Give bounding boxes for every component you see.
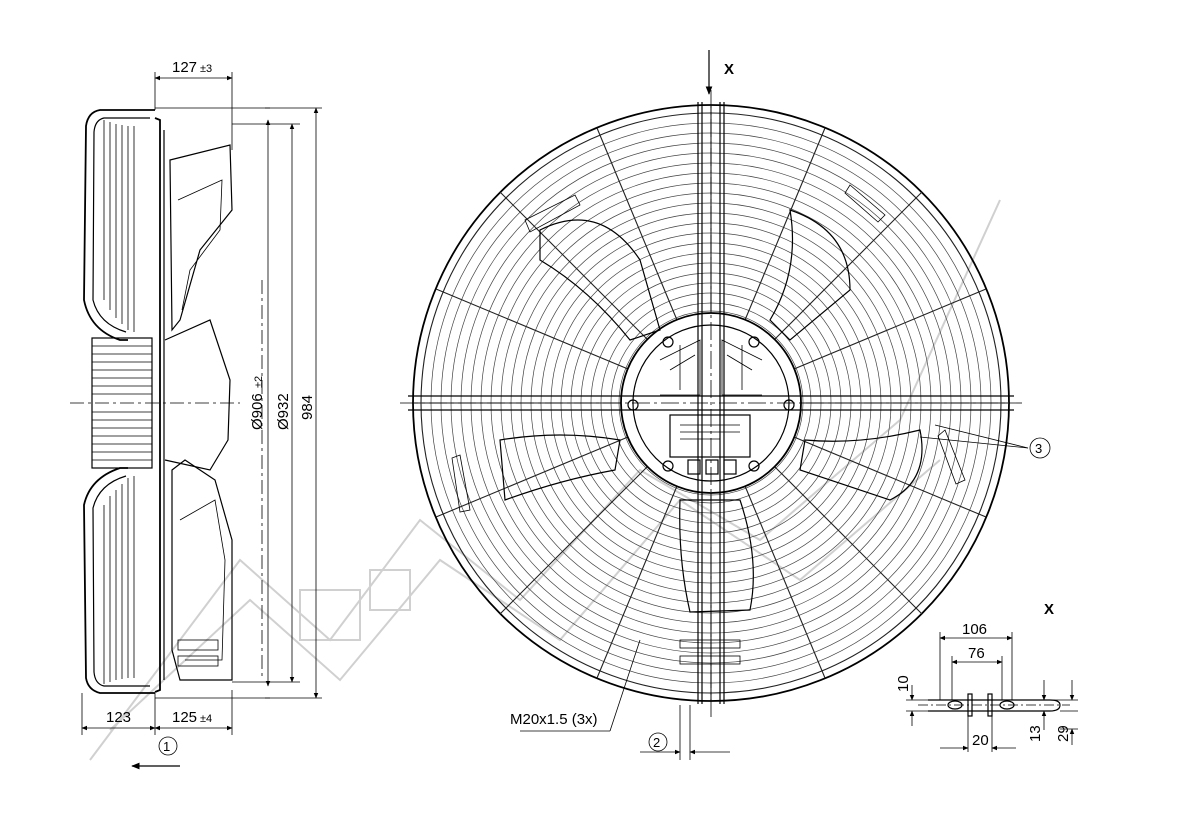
motor-fins (92, 345, 152, 461)
front-annotations: X 3 M20x1.5 (3x) 2 (510, 50, 1051, 760)
blades-front (451, 184, 966, 665)
dim-127-tol: ±3 (200, 63, 212, 75)
thread-label: M20x1.5 (3x) (510, 711, 598, 728)
detail-76: 76 (968, 645, 985, 662)
view-x-label: X (724, 61, 734, 78)
callout-1-circle (158, 736, 178, 756)
detail-x-view: X 106 76 10 20 (895, 601, 1078, 752)
terminal-box (669, 414, 751, 458)
detail-106: 106 (962, 621, 987, 638)
dim-906: Ø906 (249, 393, 266, 430)
detail-x-label: X (1044, 601, 1054, 618)
detail-10: 10 (895, 675, 912, 692)
callout-3: 3 (1035, 441, 1042, 456)
mount-hole-2 (783, 399, 795, 411)
mount-hole-5 (662, 460, 674, 472)
watermark (89, 199, 1001, 761)
hub-details (627, 336, 795, 475)
blade-side-lower (171, 459, 233, 681)
gland-2 (705, 459, 719, 475)
dim-125: 125 (172, 709, 197, 726)
mount-hole-1 (627, 399, 639, 411)
detail-29: 29 (1055, 725, 1072, 742)
mount-hole-3 (662, 336, 674, 348)
callout-3-circle (1029, 437, 1051, 459)
blade-side-upper (169, 144, 233, 332)
mount-hole-4 (748, 336, 760, 348)
side-view (70, 109, 263, 694)
gland-3 (723, 459, 737, 475)
dim-906-tol: ±2 (253, 376, 265, 388)
callout-2-circle (648, 732, 668, 752)
dim-123: 123 (106, 709, 131, 726)
gland-1 (687, 459, 701, 475)
mount-hole-6 (748, 460, 760, 472)
front-view (400, 90, 1022, 720)
dim-127: 127 (172, 59, 197, 76)
side-dimensions: 127 ±3 Ø906 ±2 Ø932 984 123 125 ±4 1 (81, 59, 322, 770)
dim-125-tol: ±4 (200, 713, 212, 725)
detail-20: 20 (972, 732, 989, 749)
detail-13: 13 (1027, 725, 1044, 742)
dim-984: 984 (299, 395, 316, 420)
callout-1: 1 (163, 739, 170, 754)
callout-2: 2 (653, 735, 660, 750)
guard-rings-side (103, 120, 135, 684)
dim-932: Ø932 (275, 393, 292, 430)
